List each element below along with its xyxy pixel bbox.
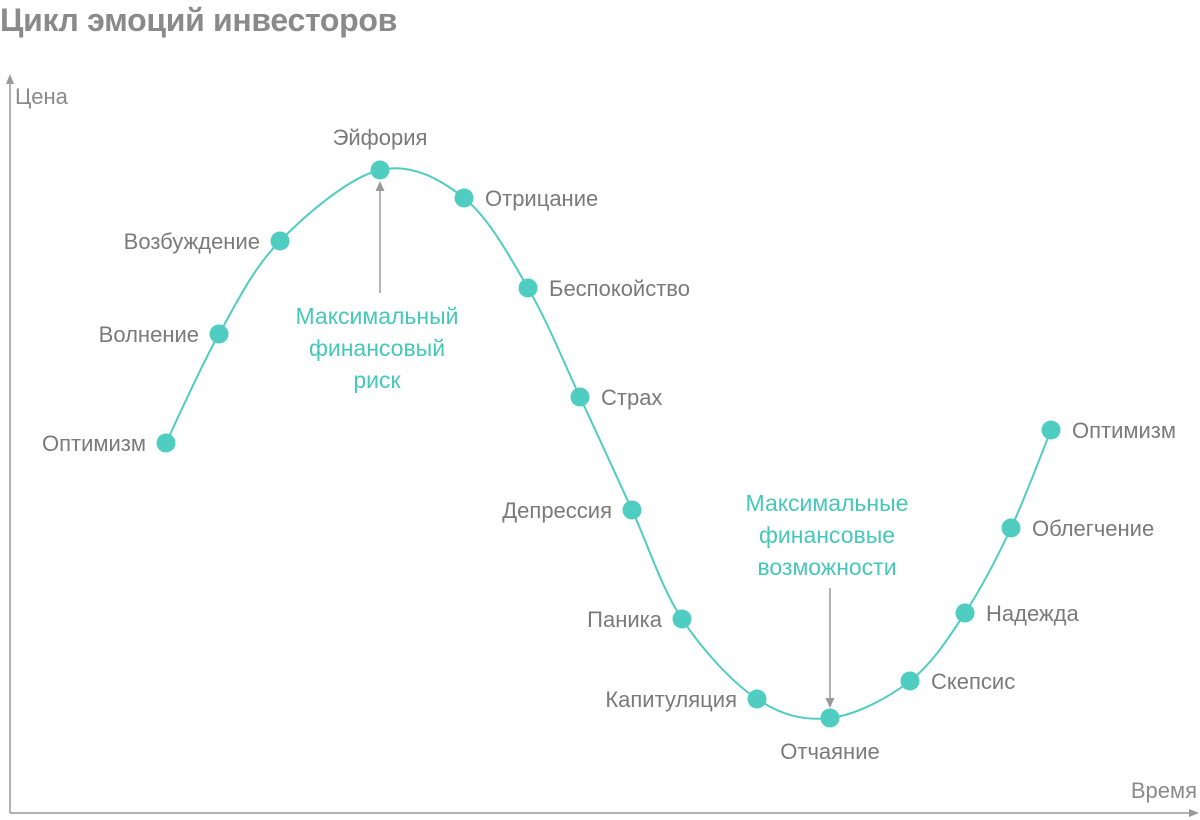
stage-label-5: Отрицание: [485, 186, 598, 211]
stage-label-8: Депрессия: [502, 498, 612, 523]
annotation-arrows: [375, 181, 835, 708]
stage-point-4: [370, 160, 390, 180]
stage-point-13: [955, 603, 975, 623]
y-axis-arrow-icon: [6, 74, 14, 84]
stage-point-5: [454, 188, 474, 208]
max-risk-annotation-line-3: риск: [353, 367, 401, 393]
max-risk-arrow: [375, 181, 385, 293]
max-opportunity-annotation-line-1: Максимальные: [746, 490, 909, 516]
stage-label-7: Страх: [601, 385, 662, 410]
stage-label-4: Эйфория: [333, 125, 428, 150]
stage-point-6: [518, 278, 538, 298]
stage-points: [156, 160, 1061, 728]
max-opportunity-annotation-line-2: финансовые: [759, 522, 895, 548]
stage-labels: Оптимизм Волнение Возбуждение ЭйфорияОтрица…: [42, 125, 1176, 764]
stage-label-9: Паника: [587, 607, 663, 632]
chart-title: Цикл эмоций инвесторов: [0, 2, 398, 38]
cycle-curve: [165, 167, 1052, 720]
max-opportunity-arrow-head-icon: [825, 698, 835, 708]
axes: Цена Время: [6, 74, 1199, 817]
stage-label-3: Возбуждение: [124, 229, 260, 254]
stage-label-2: Волнение: [99, 322, 199, 347]
stage-label-11: Отчаяние: [780, 739, 879, 764]
max-risk-arrow-head-icon: [375, 181, 385, 191]
stage-label-6: Беспокойство: [549, 276, 690, 301]
stage-label-10: Капитуляция: [605, 687, 737, 712]
stage-point-1: [156, 433, 176, 453]
stage-label-13: Надежда: [986, 601, 1080, 626]
stage-point-15: [1041, 420, 1061, 440]
y-axis-label: Цена: [15, 84, 69, 109]
stage-point-7: [570, 387, 590, 407]
stage-label-15: Оптимизм: [1072, 418, 1176, 443]
stage-point-3: [270, 231, 290, 251]
stage-point-8: [622, 500, 642, 520]
stage-label-12: Скепсис: [931, 669, 1015, 694]
stage-label-14: Облегчение: [1032, 516, 1154, 541]
x-axis-arrow-icon: [1189, 809, 1199, 817]
stage-point-9: [672, 609, 692, 629]
stage-point-2: [209, 324, 229, 344]
max-opportunity-arrow: [825, 588, 835, 708]
max-risk-annotation-line-1: Максимальный: [296, 303, 459, 329]
stage-point-11: [820, 708, 840, 728]
max-risk-annotation-line-2: финансовый: [309, 335, 445, 361]
stage-point-14: [1001, 518, 1021, 538]
max-opportunity-annotation-line-3: возможности: [757, 554, 896, 580]
stage-point-12: [900, 671, 920, 691]
stage-point-10: [747, 689, 767, 709]
x-axis-label: Время: [1131, 778, 1197, 803]
stage-label-1: Оптимизм: [42, 431, 146, 456]
